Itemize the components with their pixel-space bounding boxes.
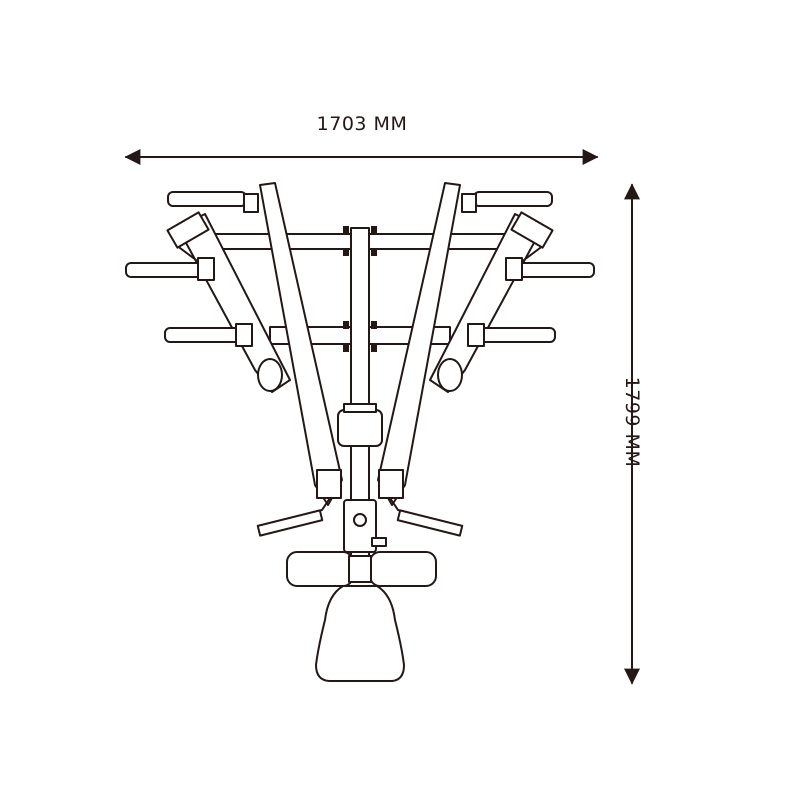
height-dimension-label: 1799 MM — [621, 376, 643, 468]
left-main-arm — [256, 182, 343, 537]
right-main-arm — [377, 182, 464, 537]
adjustment-knob — [353, 513, 367, 527]
spine-bolts — [343, 226, 377, 352]
right-weight-horns — [461, 191, 595, 347]
left-weight-horns — [125, 191, 259, 347]
pop-pin — [371, 537, 387, 547]
chest-pad — [337, 409, 383, 447]
width-dimension-label: 1703 MM — [316, 113, 408, 135]
roller-axle — [348, 555, 372, 583]
chest-pad-bracket — [343, 403, 377, 413]
right-leg-roller — [369, 551, 437, 587]
seat-pad — [315, 585, 405, 682]
left-leg-roller — [286, 551, 354, 587]
